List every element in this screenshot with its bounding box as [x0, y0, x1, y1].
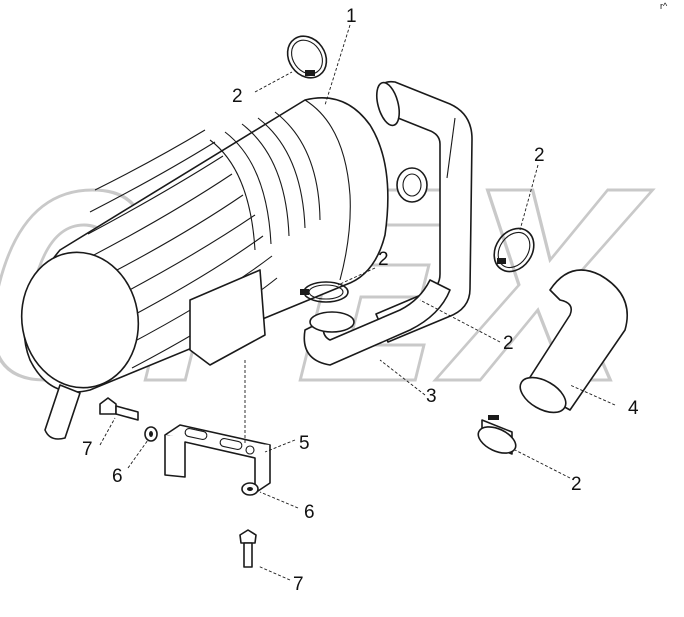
mounting-bracket [164, 424, 271, 494]
washer-upper [144, 426, 158, 442]
callout-3: 3 [426, 386, 437, 407]
hose-clamp-middle [300, 281, 349, 303]
bolt-lower [239, 529, 257, 568]
bolt-upper [99, 397, 139, 421]
corner-mark: r^ [660, 1, 668, 11]
hose-clamp-right [493, 227, 535, 273]
leader-lines [99, 24, 616, 581]
callout-2-top: 2 [232, 86, 243, 107]
hose-clamp-top [286, 35, 328, 79]
callout-2-middle: 2 [378, 249, 389, 270]
callout-7-bottom: 7 [293, 574, 304, 595]
callout-2-bottom: 2 [571, 474, 582, 495]
connecting-hose [303, 279, 451, 366]
air-filter-housing [20, 96, 428, 440]
hose-clamp-bottom [477, 415, 517, 455]
callout-6-bottom: 6 [304, 502, 315, 523]
callout-4: 4 [628, 398, 639, 419]
washer-lower [241, 482, 259, 496]
callout-labels: 1 2 2 2 2 2 3 4 5 6 6 7 7 [82, 6, 639, 595]
callout-7-left: 7 [82, 439, 93, 460]
callout-5: 5 [299, 433, 310, 454]
elbow-hose [519, 269, 629, 414]
callout-2-right: 2 [534, 145, 545, 166]
callout-2-lower: 2 [503, 333, 514, 354]
callout-1: 1 [346, 6, 357, 27]
intake-pipe [375, 80, 473, 343]
callout-6-left: 6 [112, 466, 123, 487]
